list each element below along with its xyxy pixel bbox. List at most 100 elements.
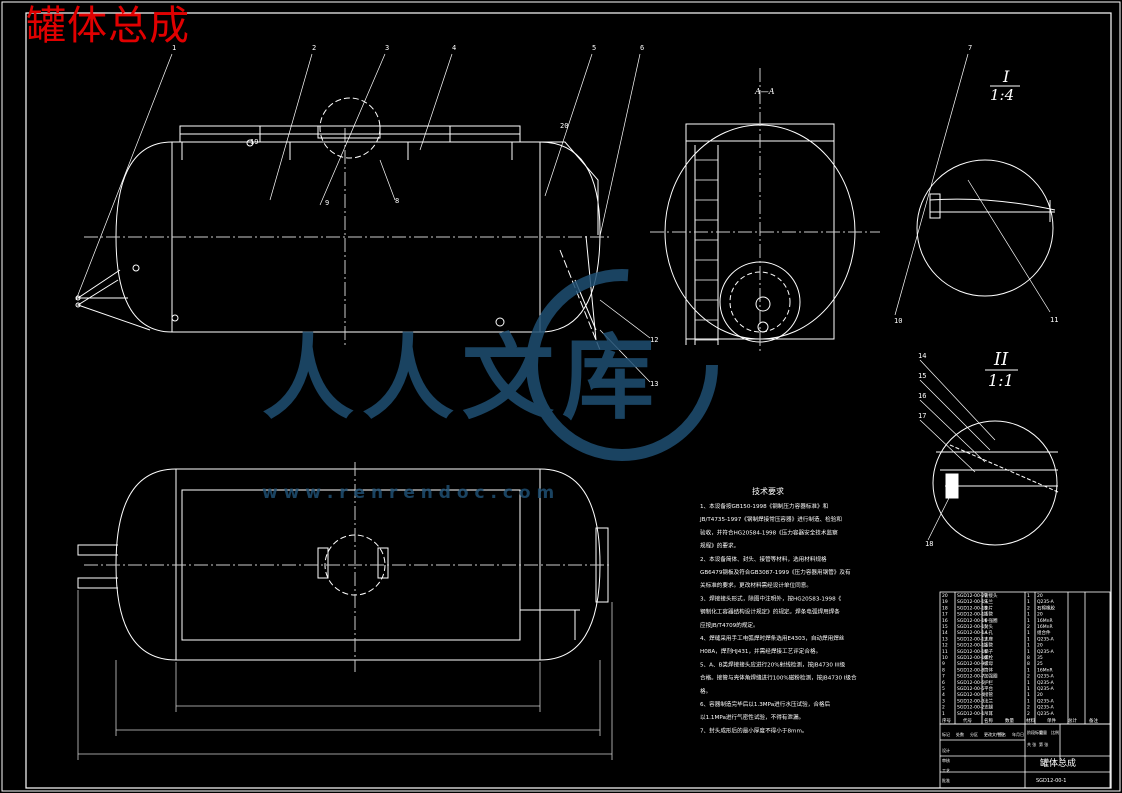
bom-cell: SGD12-00-17 xyxy=(957,612,987,618)
bom-cell: Q235-A xyxy=(1037,680,1055,686)
tb-row-label: 分区 xyxy=(970,731,978,737)
tech-heading: 技术要求 xyxy=(752,486,784,496)
bom-cell: 8 xyxy=(942,667,945,673)
bom-cell: 筒体 xyxy=(984,666,993,673)
balloon-6: 6 xyxy=(640,44,644,52)
bom-cell: SGD12-00-4 xyxy=(957,692,985,698)
front-view xyxy=(75,97,612,351)
bom-cell: 20 xyxy=(1037,643,1043,649)
bom-cell: 1 xyxy=(1027,649,1030,655)
tb-misc: 重量 xyxy=(1039,729,1047,735)
bom-cell: 加强圈 xyxy=(984,673,998,680)
bom-cell: SGD12-00-5 xyxy=(957,686,985,692)
tb-row-label: 签名 xyxy=(998,731,1006,737)
tech-line: 规程》的要求。 xyxy=(700,542,739,550)
bom-cell: 法兰 xyxy=(984,697,993,704)
tech-line: 验收，并符合HG20584-1998《压力容器安全技术监察 xyxy=(700,528,838,536)
bom-cell: 1 xyxy=(1027,593,1030,599)
bom-cell: SGD12-00-9 xyxy=(957,661,985,667)
balloon-12: 12 xyxy=(650,336,658,344)
bom-cell: 8 xyxy=(1027,655,1030,661)
balloon-18: 18 xyxy=(925,540,933,548)
bom-header: 总计 xyxy=(1068,717,1077,724)
tb-role: 批准 xyxy=(942,777,950,783)
bom-cell: 接管 xyxy=(984,611,993,618)
tb-row-label: 更改文件号 xyxy=(984,731,1004,737)
tb-row-label: 年月日 xyxy=(1012,731,1024,737)
bom-cell: 20 xyxy=(942,593,948,599)
title-block-fields: 标记处数分区更改文件号签名年月日设计审核工艺批准阶段标记重量比例共 张第 张 xyxy=(942,729,1059,783)
bom-cell: SGD12-00-8 xyxy=(957,667,985,673)
section-label: A—A xyxy=(754,87,775,96)
bom-cell: 6 xyxy=(942,680,945,686)
bom-cell: 1 xyxy=(1027,680,1030,686)
bom-cell: 支座 xyxy=(984,635,993,642)
bom-header: 材料 xyxy=(1026,717,1035,724)
leaders xyxy=(75,53,1051,541)
bom-cell: SGD12-00-13 xyxy=(957,636,987,642)
top-view xyxy=(77,462,613,760)
detail-1-label: I xyxy=(1002,67,1010,86)
balloon-20: 20 xyxy=(560,122,568,130)
tech-line: 以1.1MPa进行气密性试验，不得有泄漏。 xyxy=(700,713,804,721)
bom-cell: 法兰 xyxy=(984,598,993,605)
bom-cell: 2 xyxy=(942,705,945,711)
balloon-8: 8 xyxy=(395,197,399,205)
tech-line: 2、本设备简体、封头、接管等材料，选用材料规格 xyxy=(700,555,827,563)
bom-cell: 7 xyxy=(942,674,945,680)
detail-1-scale: 1:4 xyxy=(990,86,1014,104)
bom-cell: 人孔 xyxy=(984,629,993,636)
bom-cell: 管接头 xyxy=(984,592,998,599)
bom-cell: SGD12-00-7 xyxy=(957,674,985,680)
bom-header: 数量 xyxy=(1005,717,1014,724)
bom-cell: 平台 xyxy=(984,685,993,692)
bom-cell: 1 xyxy=(1027,630,1030,636)
bom-cell: 16MnR xyxy=(1037,618,1053,624)
bom-header: 序号 xyxy=(942,717,951,724)
bom-cell: 11 xyxy=(942,649,948,655)
title-block: 罐体总成 SGD12-00-1 xyxy=(1036,757,1076,784)
watermark-text: 人人文库 xyxy=(262,325,662,432)
tb-role: 审核 xyxy=(942,757,950,763)
bom-cell: 梯子 xyxy=(984,648,993,655)
watermark-ring xyxy=(526,269,718,461)
bom-cell: 封头 xyxy=(984,623,993,630)
tb-misc: 第 张 xyxy=(1039,741,1048,747)
bom-cell: 接管 xyxy=(984,691,993,698)
bom-cell: 18 xyxy=(942,605,948,611)
bom-cell: 9 xyxy=(942,661,945,667)
bom-cell: 1 xyxy=(1027,612,1030,618)
detail-2-label: II xyxy=(993,349,1009,370)
bom-cell: 1 xyxy=(1027,636,1030,642)
tech-line: 合格。接管与壳体角焊缝进行100%磁粉检测，按JB4730 I级合 xyxy=(700,674,857,682)
bom-cell: SGD12-00-1 xyxy=(957,711,985,717)
tb-row-label: 标记 xyxy=(942,731,950,737)
bom-cell: 1 xyxy=(1027,667,1030,673)
bom-cell: SGD12-00-10 xyxy=(957,655,987,661)
bom-cell: 支腿 xyxy=(984,704,993,711)
balloon-19: 19 xyxy=(250,138,258,146)
bom-cell: SGD12-00-15 xyxy=(957,624,987,630)
bom-cell: SGD12-00-12 xyxy=(957,643,987,649)
detail-1 xyxy=(916,159,1056,297)
bom-cell: 1 xyxy=(1027,692,1030,698)
tb-role: 工艺 xyxy=(942,768,950,773)
tech-line: 5、A、B类焊接接头应进行20%射线检测，按JB4730 III级 xyxy=(700,660,846,668)
tech-line: 关标准的要求。更改材料需经设计单位同意。 xyxy=(700,581,812,589)
balloon-17: 17 xyxy=(918,412,926,420)
tb-row-label: 处数 xyxy=(956,731,964,737)
bom-cell: 1 xyxy=(1027,698,1030,704)
bom-cell: 20 xyxy=(1037,692,1043,698)
side-view xyxy=(650,68,880,352)
bom-cell: 2 xyxy=(1027,624,1030,630)
bom-cell: 16MnR xyxy=(1037,624,1053,630)
tb-misc: 阶段标记 xyxy=(1027,729,1043,735)
bom-cell: 石棉橡胶 xyxy=(1037,604,1055,611)
balloon-9: 9 xyxy=(325,199,329,207)
bom-header: 代号 xyxy=(963,717,972,724)
bom-cell: SGD12-00-3 xyxy=(957,698,985,704)
balloon-5: 5 xyxy=(592,44,596,52)
